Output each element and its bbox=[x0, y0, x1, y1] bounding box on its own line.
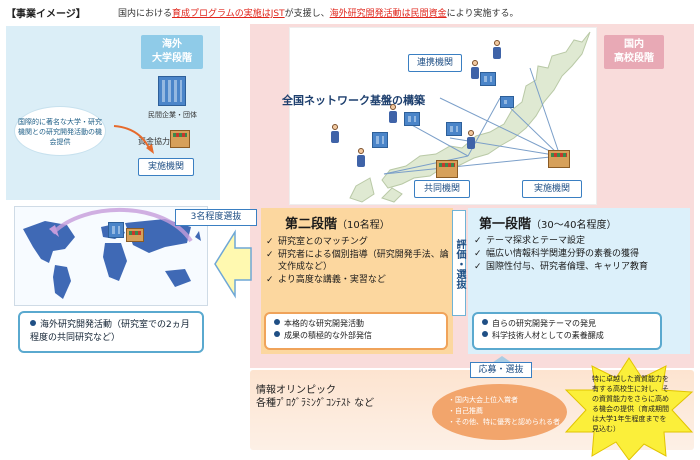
intro-mid: が支援し、 bbox=[284, 9, 330, 19]
student-icon bbox=[470, 60, 480, 82]
student-icon bbox=[492, 40, 502, 62]
overseas-badge-line1: 海外 bbox=[162, 39, 182, 50]
intro-highlight-jst: 育成プログラムの実施はJST bbox=[172, 9, 285, 19]
stage1-list: テーマ探求とテーマ設定 幅広い情報科学関連分野の素養の獲得 国際性付与、研究者倫… bbox=[474, 235, 688, 274]
star-burst-text: 特に卓越した資質能力を有する高校生に対し、その資質能力をさらに高める機会の提供（… bbox=[592, 375, 669, 433]
bullet-icon bbox=[274, 331, 280, 337]
list-item: より高度な講義・実習など bbox=[266, 274, 454, 286]
list-item: 研究者による個別指導（研究開発手法、論文作成など） bbox=[266, 249, 454, 273]
student-icon bbox=[330, 124, 340, 146]
stage2-count: （10名程） bbox=[337, 220, 390, 231]
list-item: ・自己推薦 bbox=[448, 407, 483, 415]
bullet-icon bbox=[30, 320, 36, 326]
joint-institution-label: 共同機関 bbox=[414, 180, 470, 198]
intro-before: 国内における bbox=[118, 9, 173, 19]
bullet-icon bbox=[482, 331, 488, 337]
list-item: 本格的な研究開発活動 bbox=[274, 318, 440, 330]
domestic-stage-badge: 国内 高校段階 bbox=[604, 35, 664, 69]
lab-building-icon bbox=[170, 130, 190, 148]
overseas-activity-text: 海外研究開発活動（研究室での2ヵ月程度の共同研究など） bbox=[30, 320, 190, 343]
stage2-list: 研究室とのマッチング 研究者による個別指導（研究開発手法、論文作成など） より高… bbox=[266, 236, 454, 287]
list-item: 自らの研究開発テーマの発見 bbox=[482, 318, 654, 330]
list-item: 幅広い情報科学関連分野の素養の獲得 bbox=[474, 248, 688, 260]
funding-arrow-icon bbox=[113, 125, 154, 154]
page-title: 【事業イメージ】 bbox=[6, 9, 86, 20]
olympiad-text: 情報オリンピック 各種ﾌﾟﾛｸﾞﾗﾐﾝｸﾞｺﾝﾃｽﾄ など bbox=[256, 384, 426, 410]
stage2-outcome-box: 本格的な研究開発活動 成果の積極的な外部発信 bbox=[264, 312, 448, 350]
bullet-icon bbox=[482, 319, 488, 325]
overseas-lab-icon bbox=[126, 228, 144, 242]
stage1-title: 第一段階（30〜40名程度） bbox=[479, 213, 616, 232]
school-building-icon bbox=[500, 96, 514, 108]
overseas-stage-badge: 海外 大学段階 bbox=[141, 35, 203, 69]
list-item: テーマ探求とテーマ設定 bbox=[474, 235, 688, 247]
stage2-title: 第二段階（10名程） bbox=[285, 213, 390, 232]
list-item: ・その他、特に優秀と認められる者 bbox=[448, 418, 560, 426]
list-item: 科学技術人材としての素養醸成 bbox=[482, 330, 654, 342]
star-burst-icon bbox=[564, 357, 694, 460]
list-item: ・国内大会上位入賞者 bbox=[448, 396, 518, 404]
evaluation-label: 評価・選抜 bbox=[452, 210, 466, 316]
school-building-icon bbox=[446, 122, 462, 136]
list-item-text: 自己推薦 bbox=[455, 407, 483, 415]
list-item-text: 科学技術人材としての素養醸成 bbox=[492, 331, 604, 340]
intro-text: 国内における育成プログラムの実施はJSTが支援し、海外研究開発活動は民間資金によ… bbox=[118, 6, 518, 19]
olympiad-line1: 情報オリンピック bbox=[256, 385, 336, 396]
list-item-text: 自らの研究開発テーマの発見 bbox=[492, 319, 596, 328]
stage1-name: 第一段階 bbox=[479, 217, 532, 232]
olympiad-line2: 各種ﾌﾟﾛｸﾞﾗﾐﾝｸﾞｺﾝﾃｽﾄ など bbox=[256, 398, 375, 409]
opportunity-bubble: 国際的に著名な大学・研究機関との研究開発活動の機会提供 bbox=[14, 106, 106, 156]
bullet-icon bbox=[274, 319, 280, 325]
list-item-text: その他、特に優秀と認められる者 bbox=[455, 418, 560, 426]
overseas-agency-label: 実施機関 bbox=[138, 158, 194, 176]
student-icon bbox=[388, 104, 398, 126]
partner-institution-label: 連携機関 bbox=[408, 54, 462, 72]
list-item-text: 国内大会上位入賞者 bbox=[455, 396, 518, 404]
stage1-count: （30〜40名程度） bbox=[531, 220, 617, 231]
recruit-select-label: 応募・選抜 bbox=[470, 362, 532, 378]
selection-3-label: 3名程度選抜 bbox=[175, 209, 257, 226]
network-title: 全国ネットワーク基盤の構築 bbox=[282, 94, 425, 107]
student-icon bbox=[466, 130, 476, 152]
school-building-icon bbox=[480, 72, 496, 86]
school-building-icon bbox=[404, 112, 420, 126]
list-item: 国際性付与、研究者倫理、キャリア教育 bbox=[474, 261, 688, 273]
arrow-left-icon bbox=[214, 229, 252, 299]
student-icon bbox=[356, 148, 366, 170]
list-item: 研究室とのマッチング bbox=[266, 236, 454, 248]
funding-label: 資金協力 bbox=[138, 137, 170, 146]
intro-after: により実施する。 bbox=[446, 9, 519, 19]
company-label: 民間企業・団体 bbox=[148, 111, 197, 119]
list-item-text: 本格的な研究開発活動 bbox=[284, 319, 364, 328]
joint-lab-icon bbox=[436, 160, 458, 178]
list-item-text: 成果の積極的な外部発信 bbox=[284, 331, 372, 340]
world-map-icon bbox=[23, 208, 201, 299]
company-building-icon bbox=[158, 76, 186, 106]
recommendation-ellipse: ・国内大会上位入賞者 ・自己推薦 ・その他、特に優秀と認められる者 bbox=[432, 384, 567, 440]
domestic-badge-line2: 高校段階 bbox=[614, 53, 654, 64]
stage1-outcome-box: 自らの研究開発テーマの発見 科学技術人材としての素養醸成 bbox=[472, 312, 662, 350]
agency-lab-icon bbox=[548, 150, 570, 168]
overseas-badge-line2: 大学段階 bbox=[152, 53, 192, 64]
domestic-agency-label: 実施機関 bbox=[522, 180, 582, 198]
domestic-badge-line1: 国内 bbox=[624, 39, 644, 50]
stage2-name: 第二段階 bbox=[285, 217, 338, 232]
overseas-activity-box: 海外研究開発活動（研究室での2ヵ月程度の共同研究など） bbox=[18, 311, 204, 353]
school-building-icon bbox=[372, 132, 388, 148]
intro-highlight-private: 海外研究開発活動は民間資金 bbox=[329, 9, 447, 19]
overseas-university-icon bbox=[108, 222, 124, 238]
list-item: 成果の積極的な外部発信 bbox=[274, 330, 440, 342]
